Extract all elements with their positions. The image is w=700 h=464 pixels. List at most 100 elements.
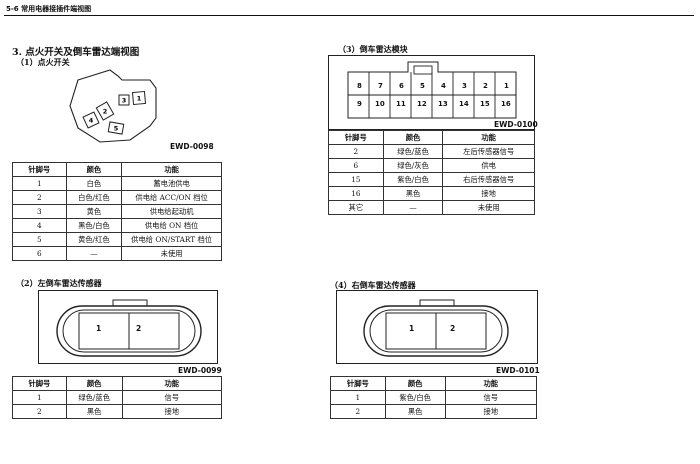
pin-cell: 1 — [330, 390, 386, 405]
function-cell: 信号 — [121, 390, 223, 405]
color-cell: 白色/红色 — [65, 190, 123, 205]
pin-cell: 15 — [328, 172, 384, 187]
radar-module-connector-diagram — [347, 61, 517, 119]
col-color-header: 颜色 — [65, 376, 123, 391]
radar-module-pin-table: 针脚号 颜色 功能 2 绿色/蓝色 左后传感器信号 6 绿色/灰色 供电 15 … — [328, 130, 535, 215]
function-cell: 供电给 ON/START 档位 — [121, 232, 222, 247]
right-sensor-pin-table: 针脚号 颜色 功能 1 紫色/白色 信号 2 黑色 接地 — [330, 376, 538, 419]
table-row: 4 黑色/白色 供电给 ON 档位 — [12, 218, 222, 233]
table-header-row: 针脚号 颜色 功能 — [12, 376, 223, 391]
ignition-ewd-code: EWD-0098 — [170, 142, 214, 151]
color-cell: 白色 — [65, 176, 123, 191]
color-cell: 黑色 — [382, 186, 444, 201]
pin-cell: 5 — [12, 232, 67, 247]
module-pin-9: 9 — [357, 100, 362, 108]
page-header: 5-6 常用电器接插件端视图 — [6, 5, 92, 13]
right-sensor-title: （4）右倒车雷达传感器 — [330, 280, 416, 290]
pin-cell: 3 — [12, 204, 67, 219]
color-cell: 绿色/灰色 — [382, 158, 444, 173]
col-color-header: 颜色 — [384, 376, 446, 391]
function-cell: 供电给 ON 档位 — [121, 218, 222, 233]
ignition-pin-label: 3 — [122, 97, 127, 105]
pin-cell: 2 — [12, 404, 67, 419]
table-row: 2 黑色 接地 — [330, 404, 538, 419]
color-cell: 黄色 — [65, 204, 123, 219]
table-row: 1 紫色/白色 信号 — [330, 390, 538, 405]
function-cell: 未使用 — [121, 246, 222, 261]
module-pin-10: 10 — [375, 100, 385, 108]
function-cell: 接地 — [121, 404, 223, 419]
function-cell: 未使用 — [442, 200, 535, 215]
color-cell: 黑色 — [384, 404, 446, 419]
module-pin-11: 11 — [396, 100, 406, 108]
table-row: 3 黄色 供电给起动机 — [12, 204, 222, 219]
table-header-row: 针脚号 颜色 功能 — [328, 130, 535, 145]
module-pin-1: 1 — [504, 82, 509, 90]
module-pin-6: 6 — [399, 82, 404, 90]
radar-module-ewd-code: EWD-0100 — [494, 120, 538, 129]
ignition-pin-label: 2 — [103, 108, 108, 116]
pin-cell: 4 — [12, 218, 67, 233]
col-function-header: 功能 — [442, 130, 535, 145]
table-row: 6 — 未使用 — [12, 246, 222, 261]
module-pin-7: 7 — [378, 82, 383, 90]
function-cell: 供电给起动机 — [121, 204, 222, 219]
color-cell: 绿色/蓝色 — [382, 144, 444, 159]
function-cell: 右后传感器信号 — [442, 172, 535, 187]
module-pin-5: 5 — [420, 82, 425, 90]
col-pin-header: 针脚号 — [330, 376, 386, 391]
ignition-pin-label: 1 — [137, 95, 142, 103]
col-pin-header: 针脚号 — [328, 130, 384, 145]
left-sensor-pin-1: 1 — [96, 324, 102, 333]
col-function-header: 功能 — [444, 376, 538, 391]
table-row: 1 绿色/蓝色 信号 — [12, 390, 223, 405]
pin-cell: 1 — [12, 176, 67, 191]
radar-module-title: （3）倒车雷达模块 — [338, 44, 408, 54]
col-color-header: 颜色 — [382, 130, 444, 145]
ignition-pin-1 — [131, 90, 147, 106]
table-header-row: 针脚号 颜色 功能 — [12, 162, 222, 177]
color-cell: 黑色 — [65, 404, 123, 419]
module-pin-15: 15 — [480, 100, 490, 108]
right-sensor-pin-2: 2 — [450, 324, 456, 333]
color-cell: — — [382, 200, 444, 215]
color-cell: 绿色/蓝色 — [65, 390, 123, 405]
pin-cell: 6 — [328, 158, 384, 173]
ignition-pin-3 — [118, 94, 130, 106]
col-pin-header: 针脚号 — [12, 162, 67, 177]
col-function-header: 功能 — [121, 376, 223, 391]
module-pin-3: 3 — [462, 82, 467, 90]
table-header-row: 针脚号 颜色 功能 — [330, 376, 538, 391]
table-row: 5 黄色/红色 供电给 ON/START 档位 — [12, 232, 222, 247]
table-row: 其它 — 未使用 — [328, 200, 535, 215]
header-rule — [4, 15, 694, 16]
left-sensor-connector-diagram — [56, 299, 202, 357]
function-cell: 供电 — [442, 158, 535, 173]
pin-cell: 2 — [330, 404, 386, 419]
color-cell: 黑色/白色 — [65, 218, 123, 233]
function-cell: 供电给 ACC/ON 档位 — [121, 190, 222, 205]
function-cell: 蓄电池供电 — [121, 176, 222, 191]
left-sensor-ewd-code: EWD-0099 — [178, 366, 222, 375]
ignition-pin-label: 4 — [89, 117, 94, 125]
function-cell: 接地 — [444, 404, 538, 419]
table-row: 1 白色 蓄电池供电 — [12, 176, 222, 191]
right-sensor-connector-diagram — [363, 299, 509, 357]
left-sensor-pin-table: 针脚号 颜色 功能 1 绿色/蓝色 信号 2 黑色 接地 — [12, 376, 223, 419]
function-cell: 接地 — [442, 186, 535, 201]
section-title: 3. 点火开关及倒车雷达端视图 — [12, 47, 140, 58]
pin-cell: 2 — [12, 190, 67, 205]
module-pin-14: 14 — [459, 100, 469, 108]
col-color-header: 颜色 — [65, 162, 123, 177]
ignition-connector-diagram: 1 2 3 4 5 — [69, 69, 157, 143]
color-cell: — — [65, 246, 123, 261]
right-sensor-ewd-code: EWD-0101 — [496, 366, 540, 375]
pin-cell: 1 — [12, 390, 67, 405]
ignition-pin-5 — [107, 121, 125, 135]
ignition-pin-2 — [95, 101, 115, 121]
table-row: 6 绿色/灰色 供电 — [328, 158, 535, 173]
module-pin-13: 13 — [438, 100, 448, 108]
table-row: 2 黑色 接地 — [12, 404, 223, 419]
ignition-pin-4 — [82, 111, 100, 129]
module-pin-16: 16 — [501, 100, 511, 108]
